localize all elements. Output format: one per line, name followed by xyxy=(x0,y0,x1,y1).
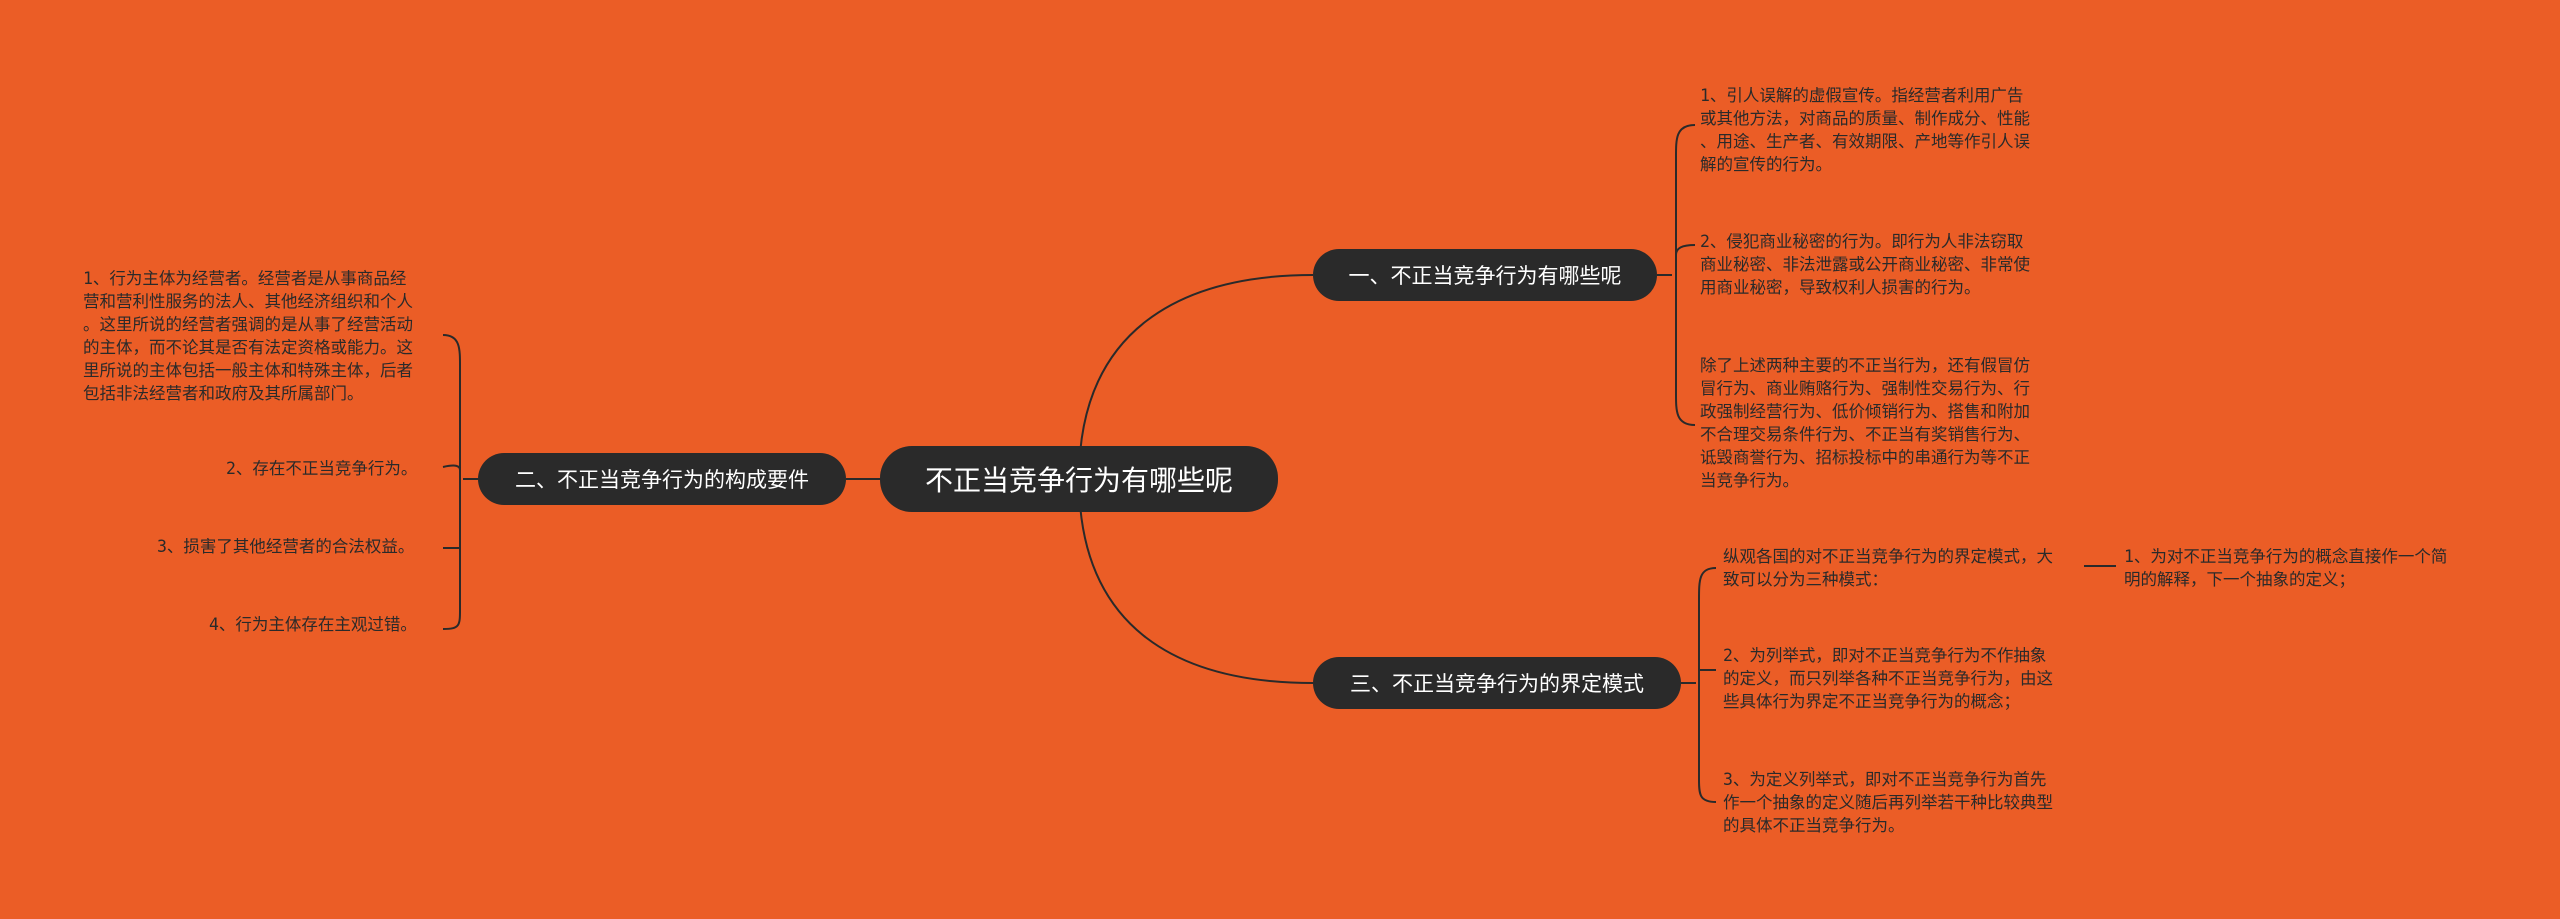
leaf-3-1: 纵观各国的对不正当竞争行为的界定模式，大 致可以分为三种模式： xyxy=(1723,547,2053,589)
leaf-2-4: 4、行为主体存在主观过错。 xyxy=(209,615,417,634)
leaf-2-2: 2、存在不正当竞争行为。 xyxy=(226,459,418,478)
branch-label-3: 三、不正当竞争行为的界定模式 xyxy=(1350,672,1644,696)
link-branch-2-item-2 xyxy=(442,464,461,471)
leaf-3-3: 3、为定义列举式，即对不正当竞争行为首先 作一个抽象的定义随后再列举若干种比较典… xyxy=(1723,770,2053,835)
link-branch-3-bracket xyxy=(1698,567,1717,803)
leaf-2-1: 1、行为主体为经营者。经营者是从事商品经 营和营利性服务的法人、其他经济组织和个… xyxy=(83,269,413,403)
leaf-3-1-sub: 1、为对不正当竞争行为的概念直接作一个简 明的解释，下一个抽象的定义； xyxy=(2124,547,2448,589)
leaf-3-2: 2、为列举式，即对不正当竞争行为不作抽象 的定义，而只列举各种不正当竞争行为，由… xyxy=(1723,646,2053,711)
branch-label-2: 二、不正当竞争行为的构成要件 xyxy=(515,468,809,492)
leaf-1-2: 2、侵犯商业秘密的行为。即行为人非法窃取 商业秘密、非法泄露或公开商业秘密、非常… xyxy=(1700,232,2030,297)
branch-node-2[interactable]: 二、不正当竞争行为的构成要件 xyxy=(478,453,846,505)
branch-label-1: 一、不正当竞争行为有哪些呢 xyxy=(1348,264,1622,288)
link-root-branch-1 xyxy=(1078,274,1314,480)
link-root-branch-3 xyxy=(1078,478,1314,684)
link-branch-1-bracket xyxy=(1674,124,1696,426)
root-label: 不正当竞争行为有哪些呢 xyxy=(924,464,1233,497)
root-node[interactable]: 不正当竞争行为有哪些呢 xyxy=(880,446,1278,512)
branch-node-1[interactable]: 一、不正当竞争行为有哪些呢 xyxy=(1313,249,1657,301)
link-branch-2-bracket xyxy=(442,334,462,630)
leaf-1-3: 除了上述两种主要的不正当行为，还有假冒仿 冒行为、商业贿赂行为、强制性交易行为、… xyxy=(1700,356,2030,490)
link-branch-1-mid xyxy=(1675,244,1696,256)
leaf-2-3: 3、损害了其他经营者的合法权益。 xyxy=(157,537,415,556)
branch-node-3[interactable]: 三、不正当竞争行为的界定模式 xyxy=(1313,657,1681,709)
leaf-1-1: 1、引人误解的虚假宣传。指经营者利用广告 或其他方法，对商品的质量、制作成分、性… xyxy=(1700,86,2030,174)
